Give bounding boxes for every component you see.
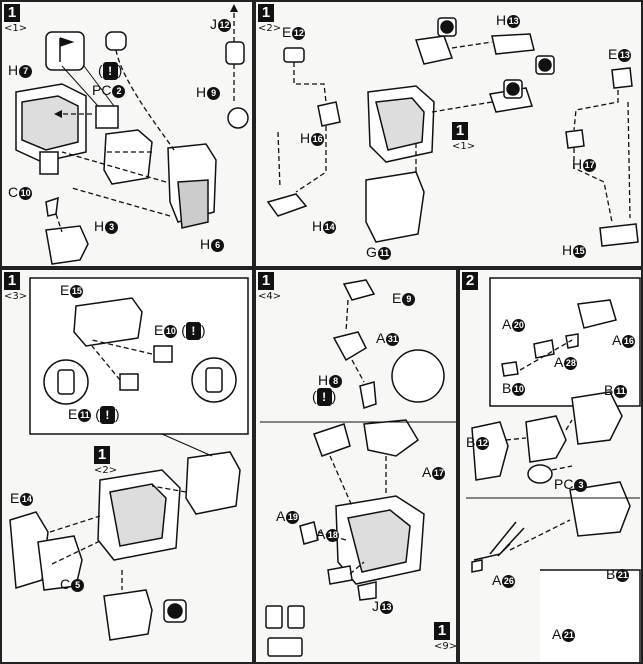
- step-badge: 1<1>: [4, 4, 28, 34]
- warning-icon: (!): [312, 388, 337, 407]
- panel-3-artwork: [9, 277, 249, 641]
- ref-step-badge: 1<1>: [452, 122, 476, 152]
- panel-4-artwork: [260, 279, 456, 657]
- step-badge: 2: [462, 272, 478, 290]
- ref-step-badge: 1<2>: [94, 446, 118, 476]
- panel-5-artwork: [466, 277, 641, 662]
- step-badge: 1<4>: [258, 272, 282, 302]
- step-badge: 1<2>: [258, 4, 282, 34]
- step-badge: 1<3>: [4, 272, 28, 302]
- ref-step-badge: 1<9>: [434, 622, 458, 652]
- panel-2-artwork: [266, 17, 639, 247]
- warning-icon: (!): [98, 62, 123, 81]
- panel-1-artwork: [15, 4, 249, 265]
